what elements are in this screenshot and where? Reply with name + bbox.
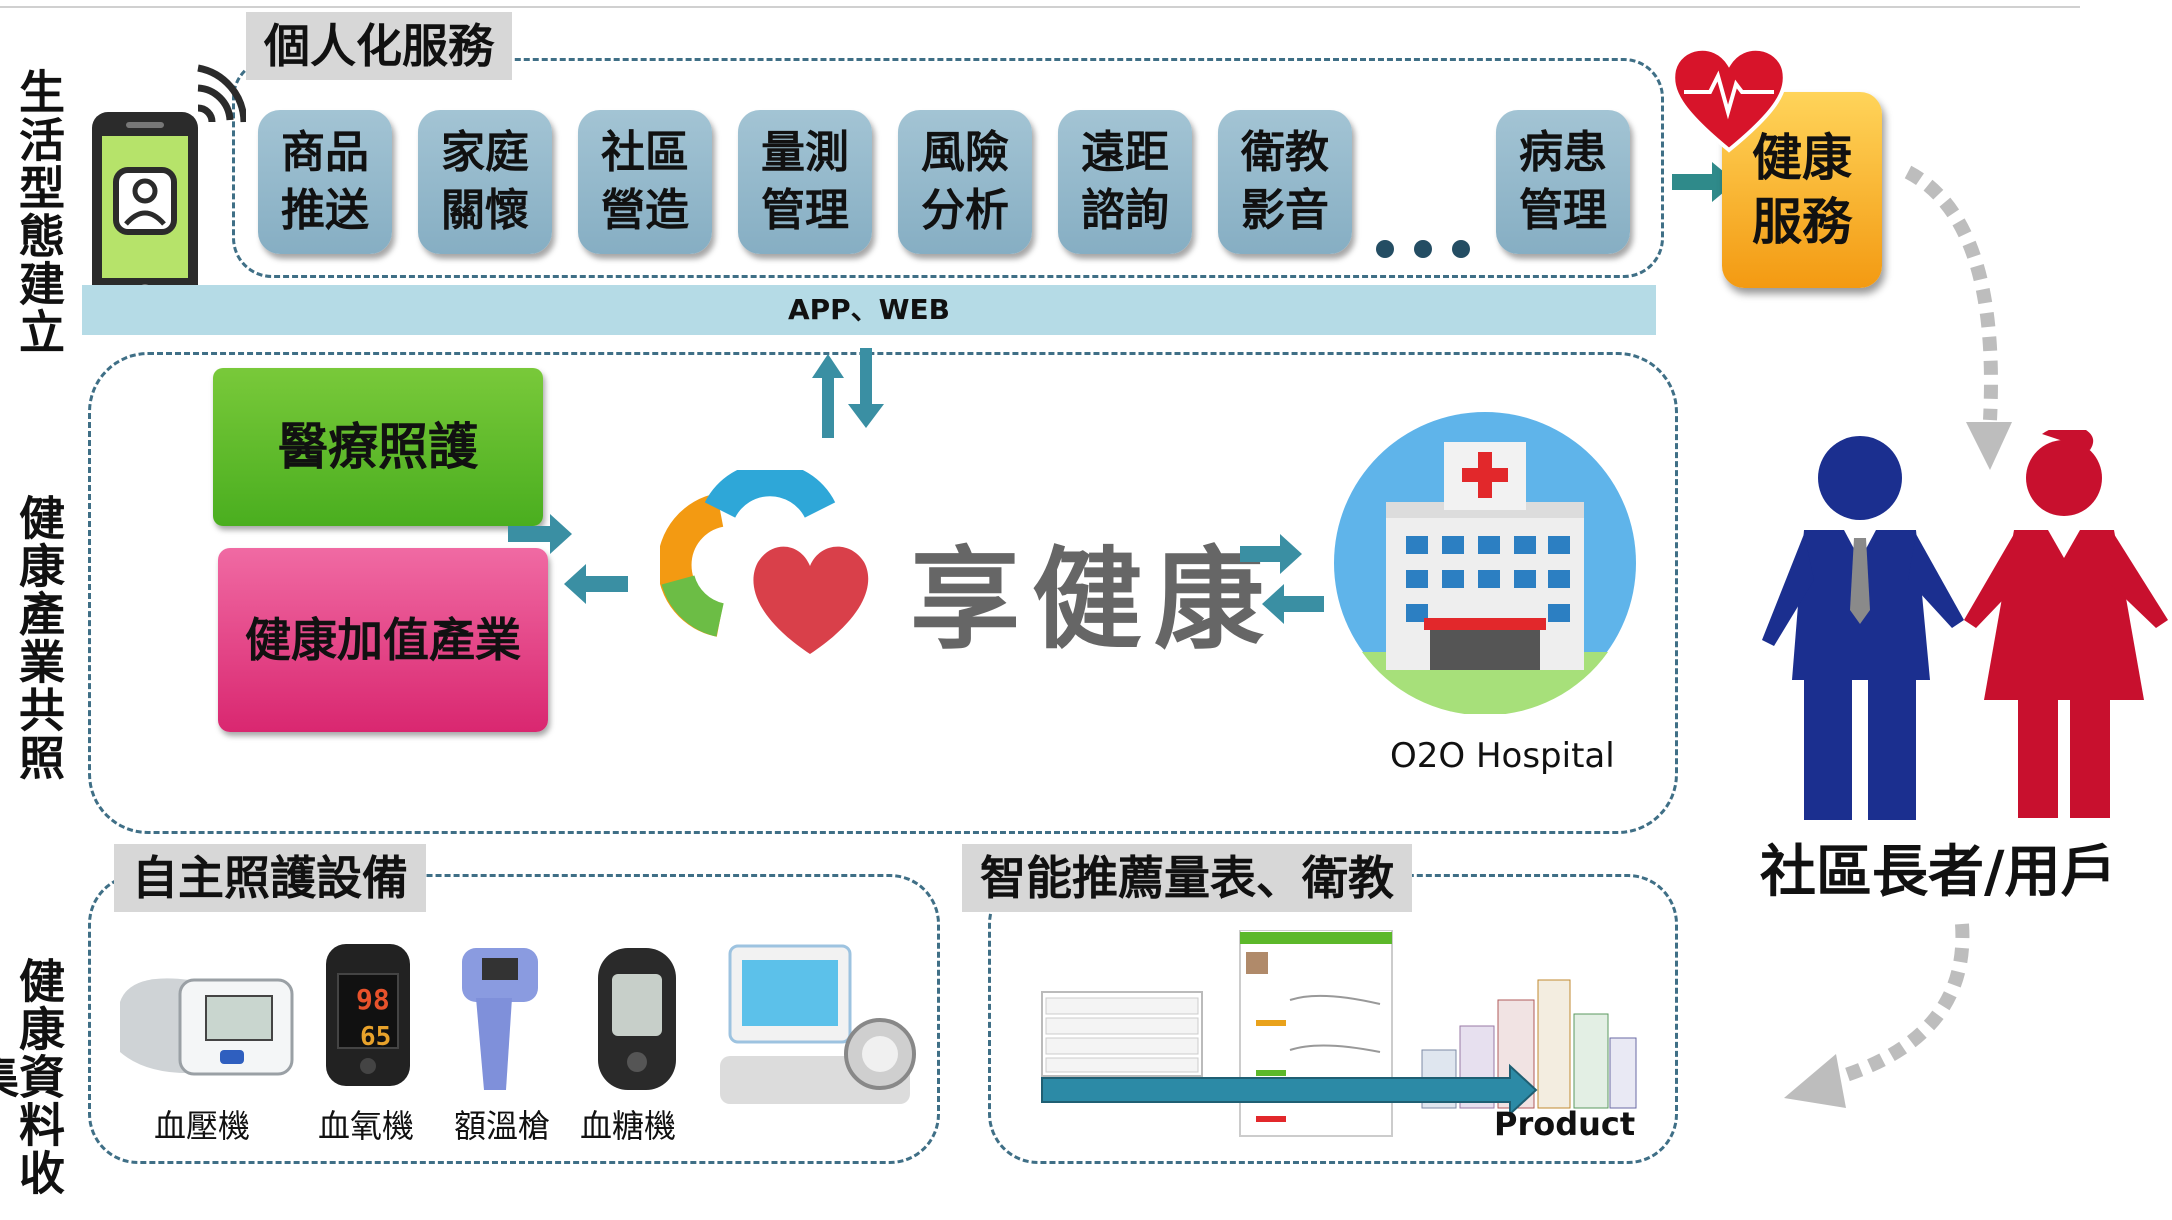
dotted-arrow-down-icon (1904, 165, 2012, 470)
hospital-label: O2O Hospital (1390, 736, 1615, 776)
dotted-arrow-back-icon (1784, 923, 1970, 1108)
hospital-icon (1334, 412, 1636, 714)
industry-frame (88, 352, 1678, 834)
ellipsis-dot (1452, 240, 1470, 258)
right-arrow-icon (1672, 162, 1736, 202)
health-kiosk-icon (720, 944, 916, 1104)
glucose-meter-icon (598, 948, 676, 1090)
service-family-care[interactable]: 家庭關懷 (418, 110, 552, 254)
device-label-oximeter: 血氧機 (317, 1107, 414, 1145)
heartbeat-icon (1671, 46, 1787, 153)
lifestyle-label: 生活型態建立 (12, 68, 66, 356)
brand-name: 享健康 (910, 536, 1276, 664)
device-label-blood-pressure: 血壓機 (153, 1107, 250, 1145)
blood-pressure-monitor-icon (120, 978, 294, 1076)
value-added-industry-box[interactable]: 健康加值產業 (218, 548, 548, 732)
users-label: 社區長者/用戶 (1760, 840, 2117, 905)
brand-logo-icon (660, 470, 869, 654)
forehead-thermometer-icon (462, 948, 538, 1090)
oximeter-reading-pulse: 65 (360, 1022, 392, 1052)
device-label-glucose: 血糖機 (579, 1107, 676, 1145)
industry-label: 健康產業共照 (12, 494, 66, 782)
ellipsis-dot (1414, 240, 1432, 258)
elderly-users-icon (1762, 430, 2168, 820)
service-product-push[interactable]: 商品推送 (258, 110, 392, 254)
app-web-bar: APP、WEB (82, 285, 1656, 335)
service-risk-analysis[interactable]: 風險分析 (898, 110, 1032, 254)
recommendation-title: 智能推薦量表、衛教 (962, 844, 1412, 912)
service-telehealth[interactable]: 遠距諮詢 (1058, 110, 1192, 254)
service-health-video[interactable]: 衛教影音 (1218, 110, 1352, 254)
device-label-thermometer: 額溫槍 (453, 1107, 550, 1145)
service-community[interactable]: 社區營造 (578, 110, 712, 254)
smartphone-icon (92, 64, 246, 302)
ellipsis-dot (1376, 240, 1394, 258)
service-measurement[interactable]: 量測管理 (738, 110, 872, 254)
medical-care-box[interactable]: 醫療照護 (213, 368, 543, 526)
recommendation-flow-illustration (1041, 930, 1637, 1137)
personalized-service-frame (232, 58, 1664, 278)
data-collection-label: 健康資料收集 (0, 957, 66, 1197)
personalized-service-title: 個人化服務 (246, 12, 512, 80)
exchange-arrows-icon (508, 514, 628, 604)
oximeter-reading-spo2: 98 (356, 983, 390, 1016)
service-patient-management[interactable]: 病患管理 (1496, 110, 1630, 254)
exchange-arrows-icon (1240, 534, 1324, 624)
product-label: Product (1494, 1105, 1636, 1143)
pulse-oximeter-icon (326, 944, 410, 1086)
up-down-arrows-icon (812, 348, 884, 438)
top-divider (0, 6, 2080, 8)
devices-title: 自主照護設備 (114, 844, 426, 912)
devices-frame (88, 874, 940, 1164)
